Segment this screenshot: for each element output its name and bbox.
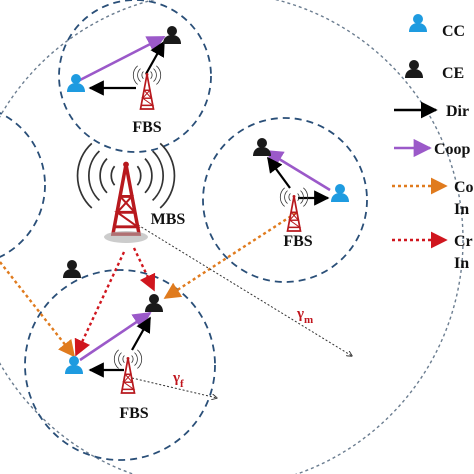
- legend-label-cross-interference-1: Cr: [454, 233, 473, 250]
- legend-label-ce: CE: [442, 65, 464, 82]
- fbs-top-label: FBS: [132, 119, 161, 136]
- co-interference-left: [0, 261, 76, 358]
- macro-cell-boundary: [0, 0, 464, 474]
- fbs-right-label: FBS: [283, 233, 312, 250]
- gamma-f-label: γf: [172, 370, 184, 390]
- cc-user-icon: [67, 74, 85, 92]
- direct-link-top-ce: [145, 40, 165, 75]
- legend-label-cc: CC: [442, 23, 465, 40]
- femto-radius-line: [131, 377, 217, 398]
- direct-link-right-ce: [267, 156, 291, 189]
- legend-label-co-interference-1: Co: [454, 179, 474, 196]
- cross-interference-to-ce: [132, 247, 156, 292]
- ce-user-icon: [145, 294, 163, 312]
- mbs-tower-icon: [111, 159, 141, 236]
- fbs-right-tower-icon: [279, 187, 309, 232]
- femto-cell-right: [202, 117, 368, 283]
- mbs-wave-icon: [76, 142, 176, 209]
- ce-user-icon: [63, 260, 81, 278]
- cross-interference-to-cc: [74, 251, 126, 357]
- legend-cc-user-icon: [409, 14, 427, 32]
- mbs-base-shadow: [104, 231, 148, 243]
- ce-user-icon: [253, 138, 271, 156]
- macro-radius-line: [137, 224, 352, 356]
- legend-ce-user-icon: [405, 60, 423, 78]
- mbs-label: MBS: [151, 211, 186, 228]
- cooperative-link-right: [264, 149, 331, 192]
- gamma-m-label: γm: [296, 306, 313, 326]
- co-interference-right: [163, 211, 297, 300]
- gamma-f-subscript: f: [180, 378, 184, 390]
- femto-cell-bottom: [24, 269, 216, 461]
- ce-user-icon: [163, 26, 181, 44]
- cc-user-icon: [331, 184, 349, 202]
- cooperative-link-top: [79, 35, 166, 82]
- gamma-m-subscript: m: [304, 314, 313, 326]
- direct-link-bottom-ce: [131, 316, 151, 351]
- legend-label-cross-interference-2: In: [454, 255, 469, 272]
- femto-cell-left: [0, 112, 46, 258]
- legend: CC CE Dir Coop Co In Cr In: [392, 14, 474, 272]
- femto-cell-top: [58, 0, 212, 153]
- legend-label-cooperative: Coop: [434, 141, 471, 158]
- legend-label-co-interference-2: In: [454, 201, 469, 218]
- fbs-bottom-tower-icon: [113, 349, 143, 394]
- fbs-bottom-label: FBS: [119, 405, 148, 422]
- legend-label-direct: Dir: [446, 103, 469, 120]
